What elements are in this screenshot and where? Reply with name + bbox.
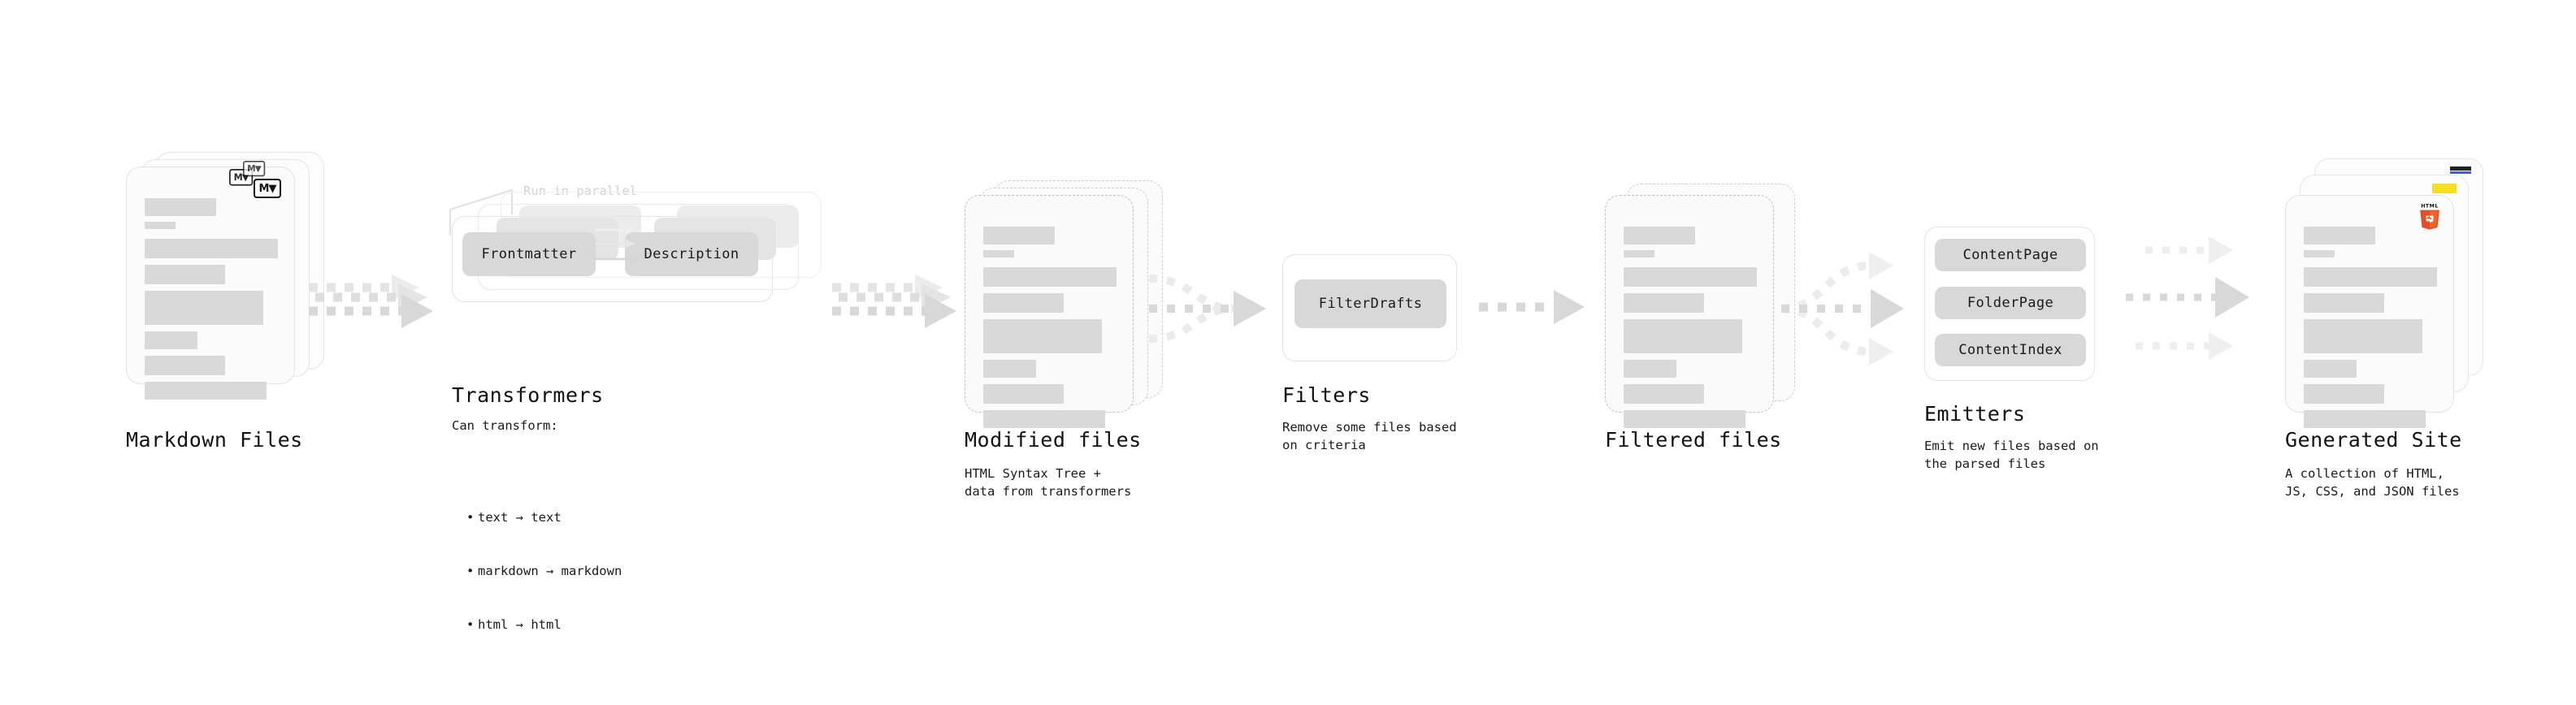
html5-icon: HTML	[2418, 202, 2442, 230]
doc-content-bar	[145, 198, 216, 216]
connector-md-to-transformers	[307, 275, 449, 352]
transformers-bullet-0: text → text	[466, 508, 622, 526]
connector-filters-to-filtered	[1477, 290, 1607, 341]
doc-content-bar	[2304, 267, 2437, 287]
doc-content-bar	[1624, 293, 1704, 313]
doc-content-bar	[983, 410, 1105, 428]
filter-chip-filterdrafts-label: FilterDrafts	[1318, 296, 1423, 312]
js-icon	[2432, 184, 2457, 193]
generated-site-subtitle: A collection of HTML, JS, CSS, and JSON …	[2285, 466, 2460, 499]
doc-content-bar	[2304, 410, 2426, 428]
emitters-box: ContentPage FolderPage ContentIndex	[1924, 227, 2095, 381]
transformers-bullet-1: markdown → markdown	[466, 562, 622, 580]
doc-content-bar	[145, 356, 225, 375]
filtered-document	[1605, 195, 1774, 428]
css-icon	[2450, 167, 2471, 174]
doc-content-bar	[1624, 384, 1704, 404]
transformers-bullets: text → text markdown → markdown html → h…	[465, 437, 622, 705]
markdown-icon-ghost-back: M▼	[243, 161, 271, 180]
emitter-chip-contentpage[interactable]: ContentPage	[1935, 239, 2086, 271]
doc-content-bar	[2304, 384, 2384, 404]
markdown-files-title: Markdown Files	[126, 428, 303, 452]
doc-content-bar	[2304, 293, 2384, 313]
emitter-chip-folderpage-label: FolderPage	[1967, 295, 2054, 311]
filter-chip-filterdrafts[interactable]: FilterDrafts	[1295, 279, 1446, 328]
doc-content-bar	[1624, 410, 1746, 428]
doc-content-bar	[983, 319, 1102, 353]
doc-content-bar	[145, 222, 176, 229]
markdown-icon: M▼	[254, 179, 281, 198]
doc-content-bar	[145, 331, 197, 349]
emitter-chip-folderpage[interactable]: FolderPage	[1935, 287, 2086, 319]
connector-emitters-to-site	[2111, 234, 2274, 368]
transformer-chip-frontmatter-label: Frontmatter	[481, 246, 577, 262]
doc-content-lines	[983, 227, 1120, 428]
markdown-document: M▼	[126, 167, 295, 400]
run-in-parallel-caption: Run in parallel	[523, 184, 637, 198]
modified-files-subtitle: HTML Syntax Tree + data from transformer…	[965, 466, 1132, 499]
doc-content-bar	[1624, 250, 1654, 257]
filtered-files-title: Filtered files	[1605, 428, 1782, 452]
doc-content-bar	[1624, 267, 1757, 287]
doc-content-bar	[983, 293, 1064, 313]
doc-content-bar	[983, 360, 1036, 378]
doc-content-lines	[2304, 227, 2440, 428]
doc-content-bar	[983, 384, 1064, 404]
connector-transformers-to-modified	[830, 275, 973, 352]
doc-content-bar	[1624, 360, 1676, 378]
doc-content-bar	[2304, 319, 2422, 353]
transformer-chip-frontmatter[interactable]: Frontmatter	[462, 232, 596, 276]
emitters-title: Emitters	[1924, 402, 2026, 426]
emitter-chip-contentpage-label: ContentPage	[1962, 247, 2058, 263]
filters-subtitle: Remove some files based on criteria	[1282, 420, 1457, 452]
transformers-box: Frontmatter Description	[452, 216, 773, 302]
doc-content-bar	[983, 227, 1055, 244]
transformers-subtitle: Can transform:	[452, 418, 558, 433]
transformer-chip-description-label: Description	[644, 246, 739, 262]
doc-content-bar	[2304, 227, 2375, 244]
modified-document	[965, 195, 1134, 428]
doc-content-bar	[1624, 319, 1742, 353]
doc-content-bar	[145, 265, 225, 284]
transformer-inner-arrows	[595, 226, 640, 264]
connector-modified-to-filters	[1146, 264, 1300, 361]
doc-content-lines	[1624, 227, 1760, 428]
emitter-chip-contentindex-label: ContentIndex	[1958, 342, 2062, 358]
doc-content-bar	[1624, 227, 1695, 244]
filters-box: FilterDrafts	[1282, 254, 1457, 361]
diagram-canvas: M▼ M▼ M▼ Markdown Files	[0, 0, 2576, 681]
doc-content-bar	[145, 382, 267, 400]
doc-content-bar	[2304, 360, 2357, 378]
generated-site-title: Generated Site	[2285, 428, 2462, 452]
generated-site-document: HTML	[2285, 195, 2454, 428]
doc-content-bar	[145, 291, 263, 325]
doc-content-bar	[983, 267, 1117, 287]
svg-text:HTML: HTML	[2421, 204, 2439, 210]
modified-files-title: Modified files	[965, 428, 1142, 452]
filters-title: Filters	[1282, 383, 1371, 407]
doc-content-lines	[145, 198, 281, 400]
emitter-chip-contentindex[interactable]: ContentIndex	[1935, 334, 2086, 366]
doc-content-bar	[2304, 250, 2335, 257]
transformers-title: Transformers	[452, 383, 604, 407]
doc-content-bar	[983, 250, 1014, 257]
doc-content-bar	[145, 239, 278, 258]
transformer-chip-description[interactable]: Description	[625, 232, 758, 276]
markdown-icon-label: M	[258, 182, 270, 195]
emitters-subtitle: Emit new files based on the parsed files	[1924, 439, 2099, 471]
transformers-bullet-2: html → html	[466, 616, 622, 634]
connector-filtered-to-emitters	[1780, 248, 1938, 378]
